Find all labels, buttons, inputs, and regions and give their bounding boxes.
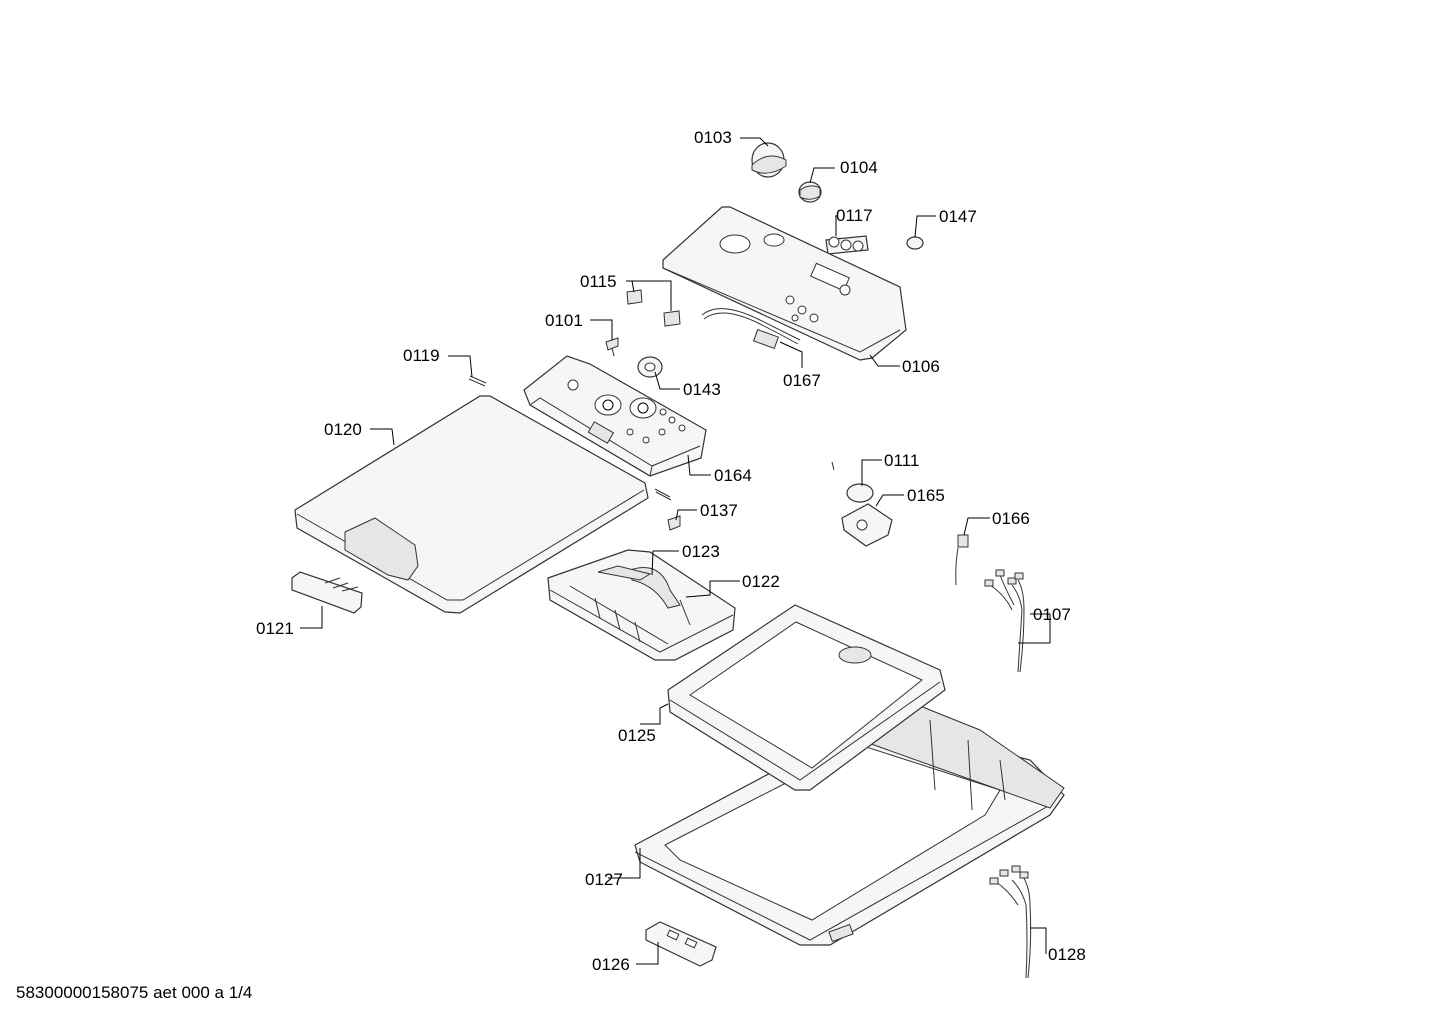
label-0101: 0101 xyxy=(545,311,583,330)
part-0120-lid xyxy=(294,395,649,614)
label-0104: 0104 xyxy=(840,158,878,177)
part-0123 xyxy=(597,565,652,581)
part-0122-drawer xyxy=(547,549,736,661)
label-0127: 0127 xyxy=(585,870,623,889)
label-0167: 0167 xyxy=(783,371,821,390)
part-0104-knob xyxy=(798,181,822,203)
label-0125: 0125 xyxy=(618,726,656,745)
label-0164: 0164 xyxy=(714,466,752,485)
part-0107-harness xyxy=(984,569,1025,673)
part-0164-module xyxy=(523,355,707,477)
label-0143: 0143 xyxy=(683,380,721,399)
leader-lines xyxy=(300,137,1051,965)
label-0165: 0165 xyxy=(907,486,945,505)
part-0126 xyxy=(645,921,717,967)
label-0166: 0166 xyxy=(992,509,1030,528)
part-0115-clips xyxy=(626,289,681,327)
label-0147: 0147 xyxy=(939,207,977,226)
label-0120: 0120 xyxy=(324,420,362,439)
part-0106-panel-cover xyxy=(662,206,907,361)
document-id-footer: 58300000158075 aet 000 a 1/4 xyxy=(16,983,253,1002)
label-0119: 0119 xyxy=(403,346,440,365)
part-0166-cable xyxy=(955,534,969,586)
label-0103: 0103 xyxy=(694,128,732,147)
label-0111: 0111 xyxy=(884,451,920,470)
label-0137: 0137 xyxy=(700,501,738,520)
part-0119-pin xyxy=(468,375,487,387)
part-0127-frame xyxy=(634,701,1065,946)
label-0126: 0126 xyxy=(592,955,630,974)
label-0117: 0117 xyxy=(836,206,873,225)
label-0106: 0106 xyxy=(902,357,940,376)
part-0128-harness xyxy=(989,865,1032,979)
part-0137-spring xyxy=(654,488,681,531)
part-0117-buttons xyxy=(825,235,869,255)
label-0121: 0121 xyxy=(256,619,294,638)
part-0101-screw xyxy=(605,337,619,357)
part-0111-0165-actuator xyxy=(831,461,893,547)
label-0128: 0128 xyxy=(1048,945,1086,964)
part-0125-tub-opening xyxy=(667,604,946,791)
part-0147-button xyxy=(906,236,924,250)
label-0107: 0107 xyxy=(1033,605,1071,624)
label-0115: 0115 xyxy=(580,272,617,291)
label-0122: 0122 xyxy=(742,572,780,591)
part-0167-harness xyxy=(701,308,801,350)
part-0143 xyxy=(637,356,663,378)
label-0123: 0123 xyxy=(682,542,720,561)
part-0103-knob xyxy=(751,142,787,178)
part-0121-handle xyxy=(291,571,363,614)
